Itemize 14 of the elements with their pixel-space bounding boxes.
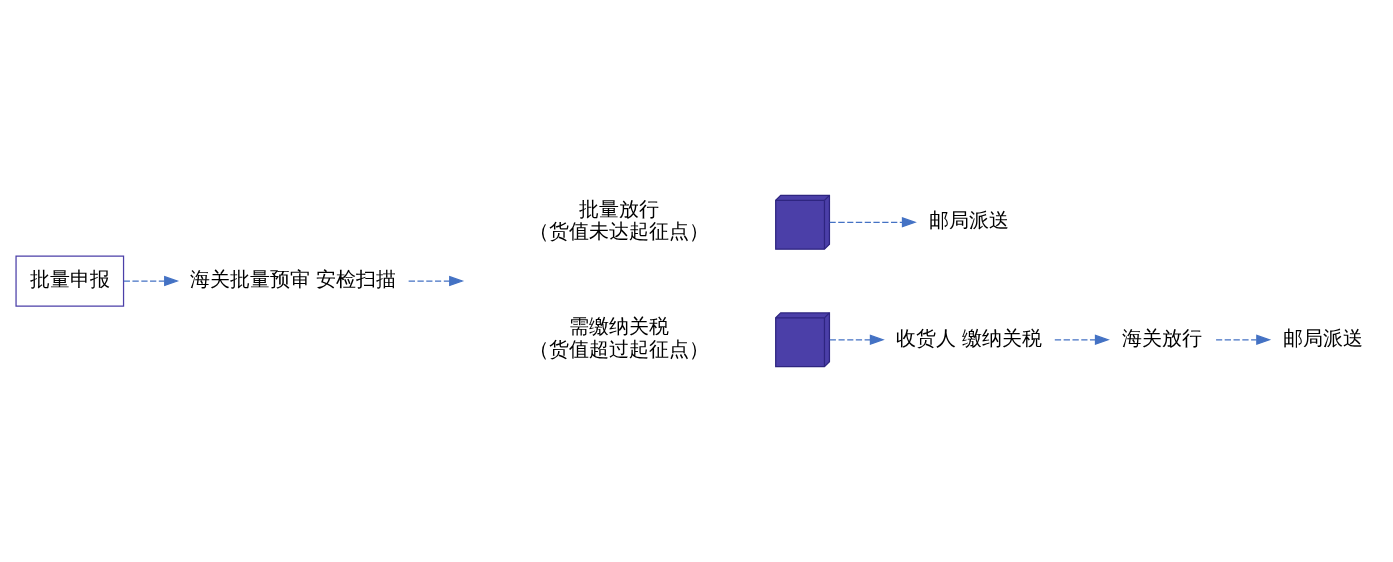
arrow	[123, 275, 180, 287]
node-text: 海关批量预审 安检扫描	[189, 266, 397, 291]
node-text: 海关放行	[1121, 325, 1202, 350]
node-box: 批量申报	[15, 255, 125, 307]
node-text: 邮局派送	[928, 208, 1009, 232]
node-text: 收货人 缴纳关税	[895, 325, 1042, 350]
node-text: 邮局派送	[1283, 325, 1364, 350]
arrow	[829, 334, 885, 345]
arrow	[1215, 334, 1272, 345]
arrow	[829, 217, 917, 228]
arrow	[408, 275, 465, 287]
arrow	[1054, 334, 1110, 345]
node-text: 需缴纳关税 （货值超过起征点）	[529, 314, 710, 361]
node-text: 批量放行 （货值未达起征点）	[529, 196, 710, 244]
